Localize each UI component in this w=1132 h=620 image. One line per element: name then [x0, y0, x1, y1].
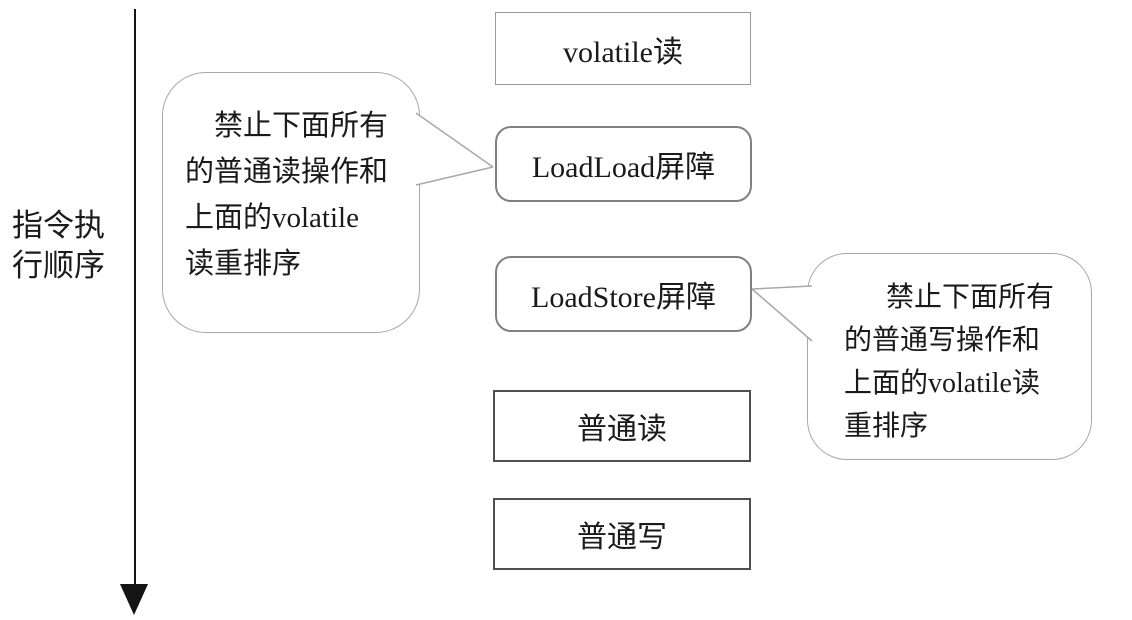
callout-loadload-line-2: 的普通读操作和: [185, 156, 389, 188]
box-loadstore-barrier: LoadStore屏障: [495, 256, 752, 332]
callout-loadload-line-3: 上面的volatile: [185, 202, 359, 234]
callout-loadstore-pointer-icon: [751, 285, 813, 342]
execution-order-label-line-1: 指令执: [12, 208, 105, 243]
callout-loadload: 禁止下面所有 的普通读操作和 上面的volatile 读重排序: [162, 72, 420, 333]
callout-loadstore-line-3: 上面的volatile读: [844, 368, 1040, 399]
callout-loadload-line-1: 禁止下面所有: [214, 110, 389, 142]
callout-loadstore-line-4: 重排序: [844, 411, 929, 442]
execution-order-label-line-2: 行顺序: [12, 248, 105, 283]
callout-loadload-line-4: 读重排序: [185, 248, 302, 280]
box-normal-read: 普通读: [493, 390, 751, 462]
callout-loadload-pointer-icon: [415, 112, 494, 186]
box-normal-write: 普通写: [493, 498, 751, 570]
box-loadstore-barrier-label: LoadStore屏障: [531, 281, 716, 314]
callout-loadstore-line-2: 的普通写操作和: [844, 325, 1041, 356]
box-loadload-barrier-label: LoadLoad屏障: [531, 151, 716, 184]
callout-loadstore: 禁止下面所有 的普通写操作和 上面的volatile读 重排序: [807, 253, 1092, 460]
box-loadload-barrier: LoadLoad屏障: [495, 126, 752, 202]
down-arrow-head-icon: [120, 584, 148, 615]
execution-order-arrow-line: [134, 9, 136, 587]
execution-order-label: 指令执 行顺序: [12, 206, 105, 286]
box-volatile-read: volatile读: [495, 12, 751, 85]
box-volatile-read-label: volatile读: [563, 35, 683, 69]
callout-loadstore-line-1: 禁止下面所有: [886, 282, 1055, 313]
box-normal-write-label: 普通写: [577, 521, 667, 554]
box-normal-read-label: 普通读: [577, 413, 667, 446]
